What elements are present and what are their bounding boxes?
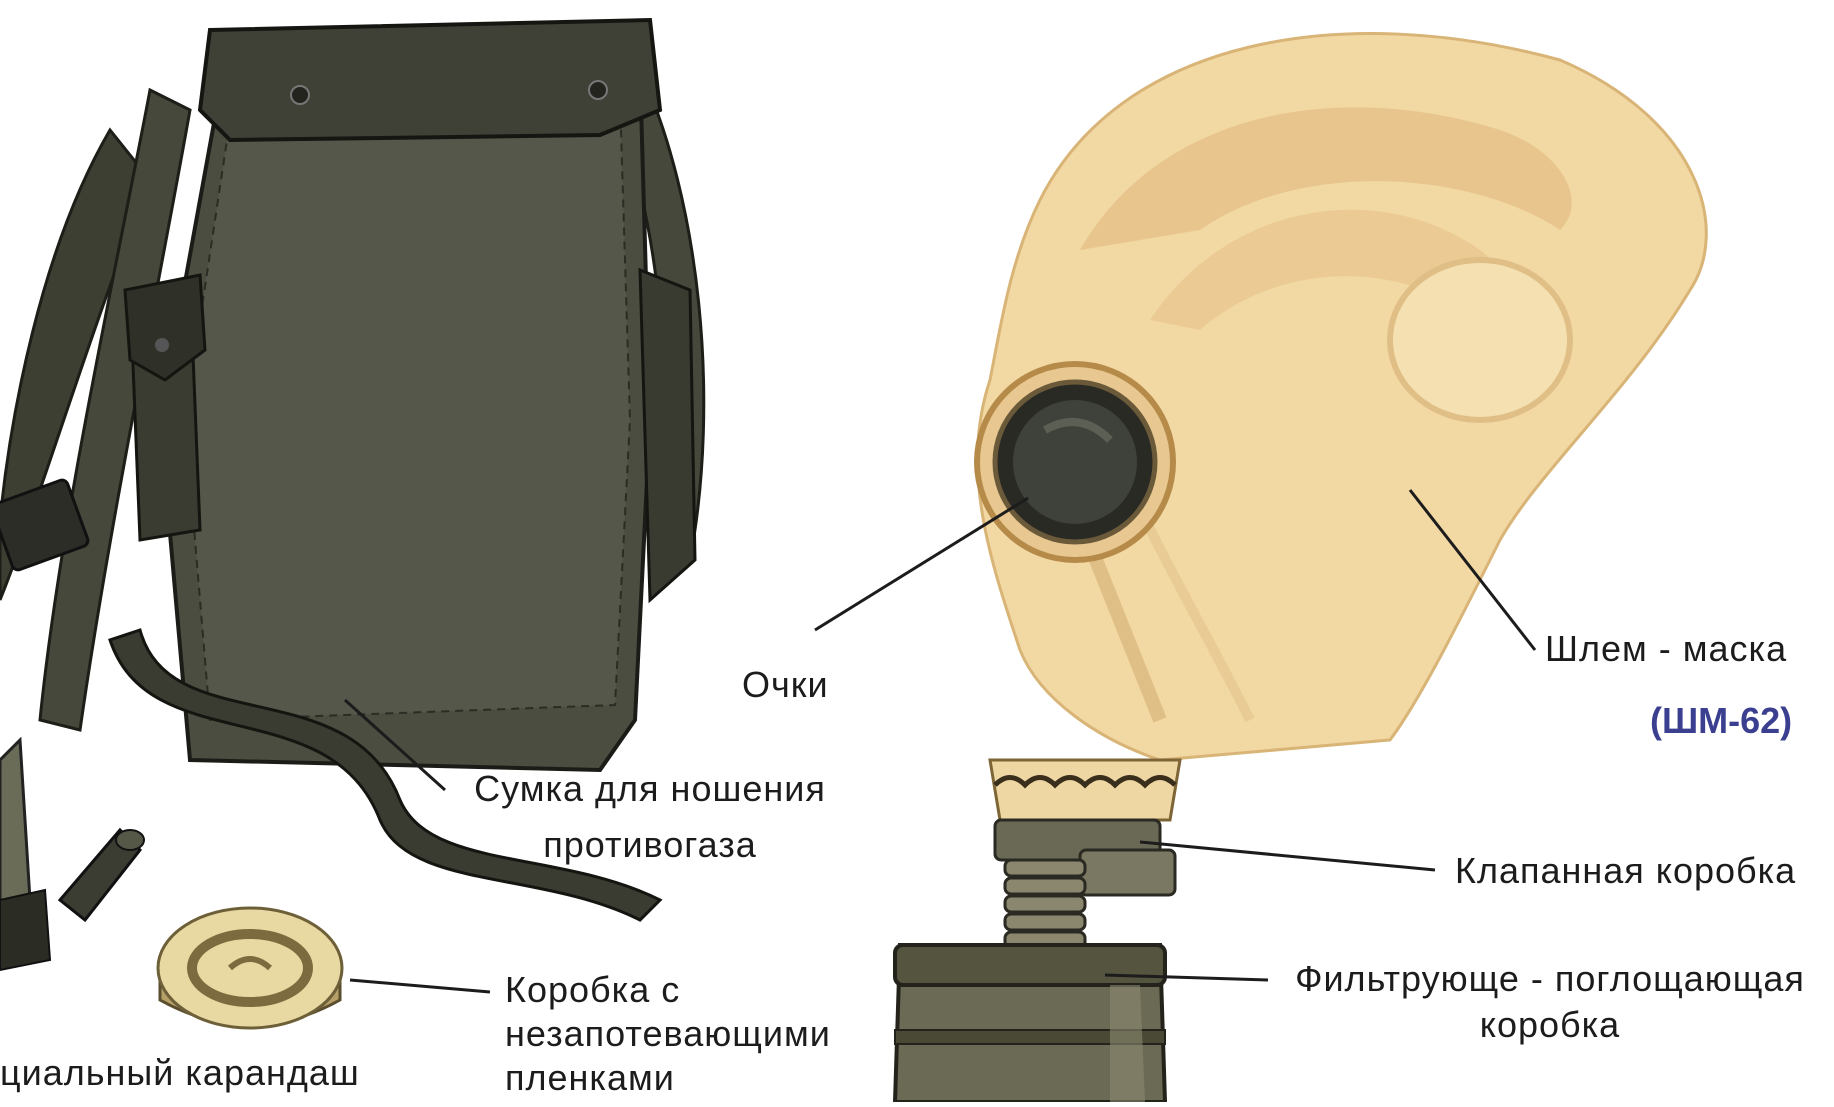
helmet-mask-illustration <box>977 34 1706 820</box>
film-box-illustration <box>158 908 342 1028</box>
label-bag-line2: противогаза <box>455 824 845 866</box>
label-filter-line1: Фильтрующе - поглощающая <box>1270 958 1830 1000</box>
leader-film-box <box>350 980 490 992</box>
label-bag-line1: Сумка для ношения <box>455 768 845 810</box>
label-filter-line2: коробка <box>1270 1004 1830 1046</box>
label-film-box: Коробка с незапотевающими пленками <box>505 968 831 1100</box>
filter-canister-illustration <box>895 945 1165 1102</box>
label-valve-box: Клапанная коробка <box>1455 850 1796 892</box>
label-films-line3: пленками <box>505 1056 831 1100</box>
label-films-line2: незапотевающими <box>505 1012 831 1056</box>
label-model: (ШМ-62) <box>1650 700 1792 742</box>
label-goggles: Очки <box>742 664 829 706</box>
valve-box-illustration <box>995 820 1175 948</box>
label-films-line1: Коробка с <box>505 968 831 1012</box>
label-filter: Фильтрующе - поглощающая коробка <box>1270 958 1830 1046</box>
label-bag: Сумка для ношения противогаза <box>455 768 845 866</box>
label-pencil: циальный карандаш <box>0 1052 360 1094</box>
label-helmet-mask: Шлем - маска <box>1545 628 1787 670</box>
pencil-and-tube <box>0 740 144 970</box>
leader-valve-box <box>1140 842 1435 870</box>
